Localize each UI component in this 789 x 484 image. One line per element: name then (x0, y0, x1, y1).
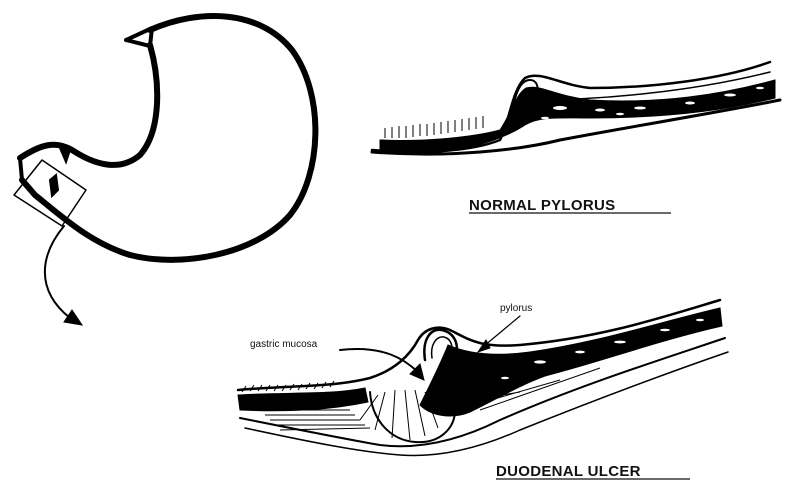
normal-pylorus-section (372, 62, 780, 154)
zoom-box (14, 160, 86, 226)
pylorus-pointer (484, 316, 520, 346)
pylorus-label: pylorus (500, 303, 532, 314)
zoom-arrow (45, 226, 82, 325)
normal-pylorus-caption: NORMAL PYLORUS (469, 197, 615, 214)
duodenal-ulcer-section (238, 300, 728, 456)
gastric-mucosa-pointer (340, 349, 418, 372)
gastric-mucosa-label: gastric mucosa (250, 339, 318, 350)
duodenal-ulcer-caption: DUODENAL ULCER (496, 463, 641, 480)
